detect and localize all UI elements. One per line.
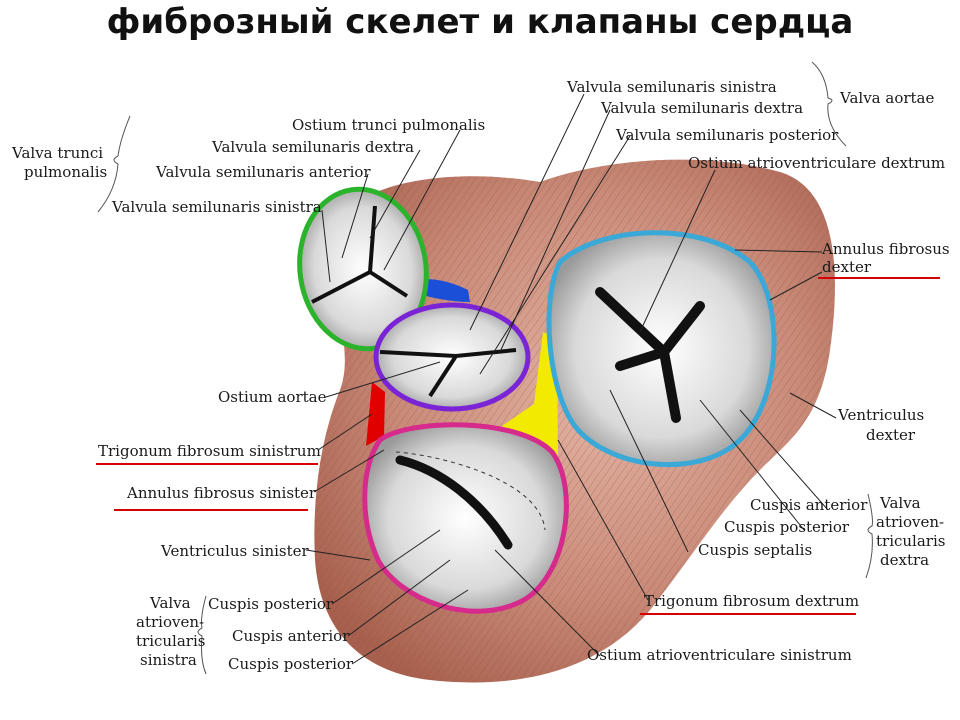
page-title: фиброзный скелет и клапаны сердца [106,2,854,42]
label-annulus-fibrosus-dexter-2: dexter [822,258,872,276]
label-ostium-aortae: Ostium aortae [218,388,327,406]
label-ventriculus-dexter-2: dexter [866,426,916,444]
label-annulus-fibrosus-sinister: Annulus fibrosus sinister [126,484,317,502]
label-valva-av-sinistra-4: sinistra [140,651,197,669]
label-trigonum-fibrosum-dextrum: Trigonum fibrosum dextrum [644,592,859,610]
label-ostium-atrioventriculare-dextrum: Ostium atrioventriculare dextrum [688,154,945,172]
label-valva-av-dextra-2: atrioven- [876,513,944,531]
label-valva-av-sinistra-1: Valva [149,594,191,612]
label-cuspis-posterior-l2: Cuspis posterior [228,655,354,673]
label-valvula-semilunaris-dextra-ao: Valvula semilunaris dextra [600,99,803,117]
underlines [96,277,940,615]
pulmonary-valve [297,186,429,352]
label-ostium-atrioventriculare-sinistrum: Ostium atrioventriculare sinistrum [587,646,852,664]
right-av-valve [546,230,777,468]
label-valvula-semilunaris-sinistra-p: Valvula semilunaris sinistra [111,198,322,216]
label-valvula-semilunaris-anterior: Valvula semilunaris anterior [155,163,371,181]
label-cuspis-anterior-l: Cuspis anterior [232,627,350,645]
trigonum-fibrosum-sinistrum-shape [366,382,385,446]
left-av-valve [362,422,569,614]
label-ventriculus-dexter-1: Ventriculus [837,406,924,424]
trigonum-fibrosum-dextrum-shape [502,332,558,458]
label-valvula-semilunaris-dextra-p: Valvula semilunaris dextra [211,138,414,156]
label-valva-av-dextra-3: tricularis [876,532,945,550]
label-ventriculus-sinister: Ventriculus sinister [160,542,310,560]
label-ostium-trunci-pulmonalis: Ostium trunci pulmonalis [292,116,485,134]
label-valva-trunci-2: pulmonalis [24,163,107,181]
label-cuspis-posterior-l1: Cuspis posterior [208,595,334,613]
label-valvula-semilunaris-posterior: Valvula semilunaris posterior [615,126,839,144]
label-trigonum-fibrosum-sinistrum: Trigonum fibrosum sinistrum [98,442,321,460]
label-annulus-fibrosus-dexter-1: Annulus fibrosus [821,240,950,258]
label-cuspis-anterior-r: Cuspis anterior [750,496,868,514]
label-cuspis-posterior-r: Cuspis posterior [724,518,850,536]
label-valva-aortae: Valva aortae [839,89,934,107]
label-cuspis-septalis: Cuspis septalis [698,541,812,559]
label-valva-trunci-1: Valva trunci [11,144,103,162]
aortic-valve [373,302,531,412]
label-valva-av-dextra-1: Valva [879,494,921,512]
label-valvula-semilunaris-sinistra-ao: Valvula semilunaris sinistra [566,78,777,96]
label-valva-av-sinistra-3: tricularis [136,632,205,650]
brackets [97,61,873,675]
leader-lines [305,93,837,665]
label-valva-av-dextra-4: dextra [880,551,929,569]
label-valva-av-sinistra-2: atrioven- [136,613,204,631]
